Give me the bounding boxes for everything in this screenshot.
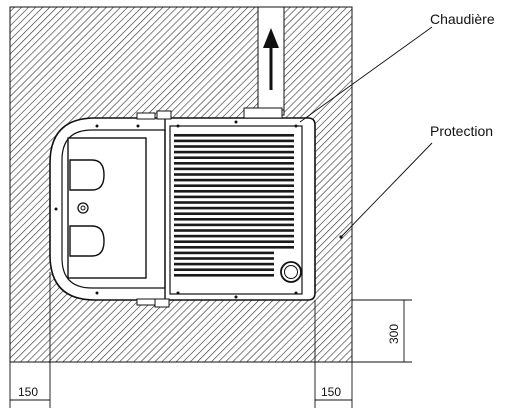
fin (174, 167, 294, 171)
front-clearance-value: 300 (387, 324, 401, 344)
fin (174, 240, 294, 243)
fin (174, 184, 294, 187)
fin (174, 145, 294, 148)
boiler-leader-line (299, 26, 433, 123)
right-clearance-value: 150 (321, 385, 341, 399)
fin (174, 195, 294, 199)
boiler-unit (49, 107, 316, 308)
fin (174, 162, 294, 165)
fin (174, 178, 294, 182)
fin (174, 173, 294, 176)
outlet-connection (280, 261, 302, 283)
right-clearance-dimension (314, 300, 353, 408)
protection-leader-line (340, 142, 433, 238)
fin (174, 212, 294, 215)
fin (174, 262, 274, 266)
fin (174, 246, 294, 249)
heat-exchanger (169, 125, 303, 295)
fin (174, 229, 294, 232)
cooling-fins (174, 134, 294, 277)
fin (174, 274, 274, 277)
fin (174, 234, 294, 238)
front-clearance-dimension (352, 299, 412, 363)
fin (174, 251, 274, 255)
fin (174, 257, 274, 260)
fin (174, 223, 294, 227)
burner-panel (67, 137, 147, 279)
fin (174, 206, 294, 210)
fin (174, 201, 294, 204)
boiler-label: Chaudière (430, 11, 495, 27)
left-clearance-value: 150 (18, 385, 38, 399)
protection-label: Protection (430, 123, 493, 139)
arrow-up-icon (263, 28, 279, 90)
fin (174, 150, 294, 154)
fin (174, 139, 294, 143)
fin (174, 218, 294, 221)
fin (174, 134, 294, 137)
left-clearance-dimension (9, 272, 51, 408)
fin (174, 156, 294, 159)
fin (174, 268, 274, 271)
fin (174, 190, 294, 193)
